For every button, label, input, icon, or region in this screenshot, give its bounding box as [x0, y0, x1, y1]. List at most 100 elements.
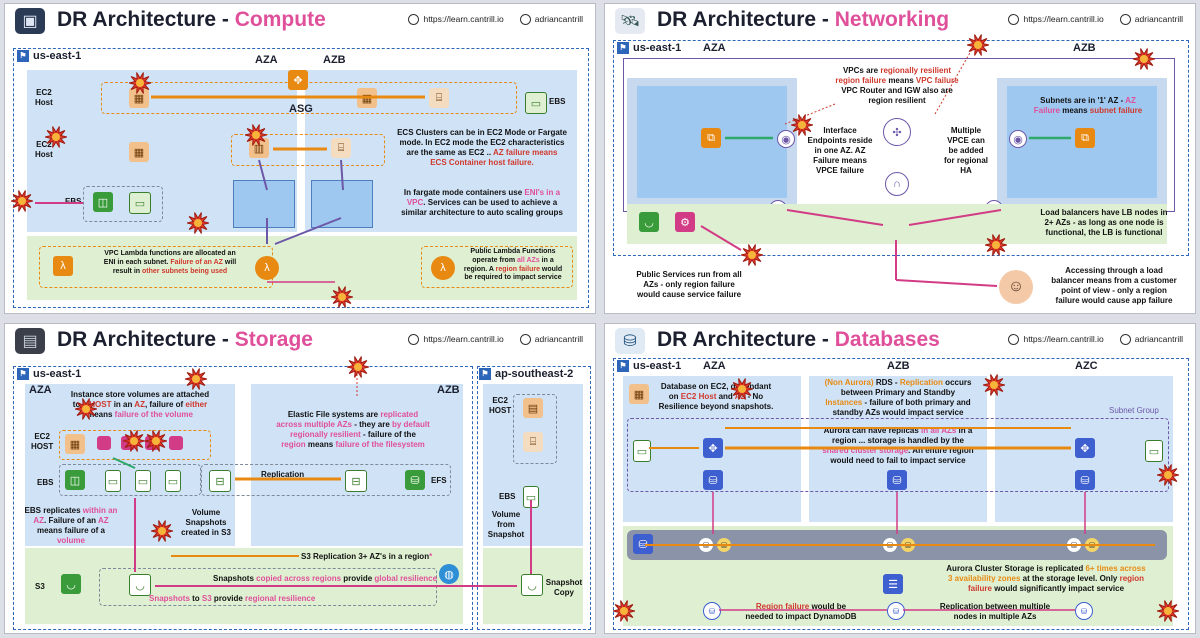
text-line: Replication between multiple	[939, 602, 1051, 611]
social-handle[interactable]: adriancantrill	[1119, 334, 1183, 346]
text-line: Database on EC2, dependant	[660, 382, 772, 391]
ebs-label-r2: EBS	[499, 492, 516, 501]
text-line: Snapshots	[185, 518, 227, 527]
globe-icon	[1008, 14, 1020, 26]
region-label: ⚑us-east-1	[17, 368, 81, 380]
website-link[interactable]: https://learn.cantrill.io	[1008, 334, 1104, 346]
failure-burst-icon	[186, 212, 210, 234]
panel-title: DR Architecture - Storage	[57, 328, 313, 351]
text-line: Instance store volumes are attached	[70, 390, 210, 399]
failure-burst-icon	[966, 34, 990, 56]
ec2-db-icon: ▦	[629, 384, 649, 404]
text-line: Instances - failure of both primary and	[825, 398, 971, 407]
text-line: failure would significantly impact servi…	[967, 584, 1125, 593]
failure-burst-icon	[740, 244, 764, 266]
rds-volume-icon: ▭	[1145, 440, 1163, 462]
text-line: region resilient	[868, 96, 926, 105]
s3-label: S3	[35, 582, 45, 591]
text-line: Failure means subnet failure	[1033, 106, 1143, 115]
ebs-snapshot-icon: ◫	[93, 192, 113, 212]
vpc-router-icon: ✣	[883, 118, 911, 146]
text-line: 2+ AZs - as long as one node is	[1044, 218, 1164, 227]
website-link[interactable]: https://learn.cantrill.io	[1008, 14, 1104, 26]
failure-burst-icon	[984, 234, 1008, 256]
ecs-description: ECS Clusters can be in EC2 Mode or Farga…	[377, 128, 587, 168]
panel-title: DR Architecture - Compute	[57, 8, 326, 31]
ebs-box	[83, 186, 163, 222]
volume-from-snapshot-text: Volume from Snapshot	[483, 510, 529, 540]
website-link[interactable]: https://learn.cantrill.io	[408, 14, 504, 26]
text-line: ECS Clusters can be in EC2 Mode or Farga…	[397, 128, 567, 137]
text-line: Interface	[823, 126, 857, 135]
customer-avatar: ☺	[999, 270, 1033, 304]
text-line: from	[497, 520, 515, 529]
text-line: failure would cause app failure	[1055, 296, 1173, 305]
lb-text: Load balancers have LB nodes in 2+ AZs -…	[1029, 208, 1179, 238]
vpc-lambda-text: VPC Lambda functions are allocated an EN…	[85, 250, 255, 276]
aurora-instance-icon: ⛁	[1075, 470, 1095, 490]
efs-icon: ⛁	[405, 470, 425, 490]
social-handle[interactable]: adriancantrill	[519, 14, 583, 26]
storage-panel: ▤ DR Architecture - Storage https://lear…	[4, 323, 596, 634]
ec2-host-label-2: EC2 Host	[35, 140, 53, 159]
social-handle[interactable]: adriancantrill	[1119, 14, 1183, 26]
snapshot-copy-text: Snapshot Copy	[541, 578, 587, 598]
lambda-icon: λ	[431, 256, 455, 280]
asg-label: ASG	[289, 103, 313, 115]
ec2-instance-icon: ⧉	[1075, 128, 1095, 148]
ebs-icon: ◫	[65, 470, 85, 490]
text-line: needed to impact DynamoDB	[745, 612, 857, 621]
database-icon: ⛁	[615, 328, 645, 354]
text-line: ECS Container host failure.	[430, 158, 534, 167]
asg-icon: ✥	[288, 70, 308, 90]
text-line: (Non Aurora) RDS - Replication occurs	[824, 378, 972, 387]
social-handle[interactable]: adriancantrill	[519, 334, 583, 346]
subnet-group-label: Subnet Group	[1109, 406, 1159, 415]
storage-arrows	[112, 364, 532, 587]
text-line: are the same as EC2 .. AZ failure means	[406, 148, 558, 157]
failure-burst-icon	[44, 126, 68, 148]
cluster-volume-icon: ⛁	[633, 534, 653, 554]
social-icon	[519, 334, 531, 346]
text-line: Load balancers have LB nodes in	[1040, 208, 1168, 217]
text-line: Elastic File systems are replicated	[287, 410, 419, 419]
subnets-text: Subnets are in '1' AZ - AZ Failure means…	[1023, 96, 1153, 116]
panel-title: DR Architecture - Databases	[657, 328, 940, 351]
website-link[interactable]: https://learn.cantrill.io	[408, 334, 504, 346]
ecs-cluster-box	[231, 134, 385, 166]
failure-burst-icon	[612, 600, 636, 622]
region-box	[13, 48, 589, 308]
text-line: Resilience beyond snapshots.	[658, 402, 774, 411]
failure-burst-icon	[10, 190, 34, 212]
dynamodb-icon: ☰	[883, 574, 903, 594]
text-line: Aurora can have replicas in all AZs in a	[823, 426, 973, 435]
failure-burst-icon	[122, 430, 146, 452]
replication-nodes-text: Replication between multiple nodes in mu…	[927, 602, 1063, 622]
dynamo-node-icon: ⛁	[703, 602, 721, 620]
text-line: standby AZs would impact service	[832, 408, 964, 417]
lambda-icon: λ	[255, 256, 279, 280]
volume-snapshots-text: Volume Snapshots created in S3	[173, 508, 239, 538]
region-label: ⚑us-east-1	[617, 42, 681, 54]
r2-host-box	[513, 394, 557, 464]
flag-icon: ⚑	[17, 50, 29, 62]
ec2-host-icon: ▦	[65, 434, 85, 454]
aurora-instance-icon: ⛁	[703, 470, 723, 490]
failure-burst-icon	[1156, 600, 1180, 622]
ec2-instance-icon: ▦	[129, 88, 149, 108]
region-label: ⚑us-east-1	[617, 360, 681, 372]
author-links: https://learn.cantrill.io adriancantrill	[1008, 14, 1183, 26]
fargate-description: In fargate mode containers use ENI's in …	[377, 188, 587, 218]
ebs-label-right: EBS	[549, 97, 566, 106]
rds-standby-icon: ✥	[1075, 438, 1095, 458]
text-line: means failure of a volume	[36, 526, 106, 545]
text-line: VPC Router and IGW also are	[841, 86, 953, 95]
server-icon: ▤	[523, 398, 543, 418]
flag-icon: ⚑	[617, 360, 629, 372]
lambda-icon: λ	[53, 256, 73, 276]
text-line: Endpoints reside	[807, 136, 873, 145]
author-links: https://learn.cantrill.io adriancantrill	[1008, 334, 1183, 346]
azb-zone	[251, 384, 463, 546]
text-line: for regional	[943, 156, 988, 165]
rds-text: (Non Aurora) RDS - Replication occurs be…	[811, 378, 985, 418]
